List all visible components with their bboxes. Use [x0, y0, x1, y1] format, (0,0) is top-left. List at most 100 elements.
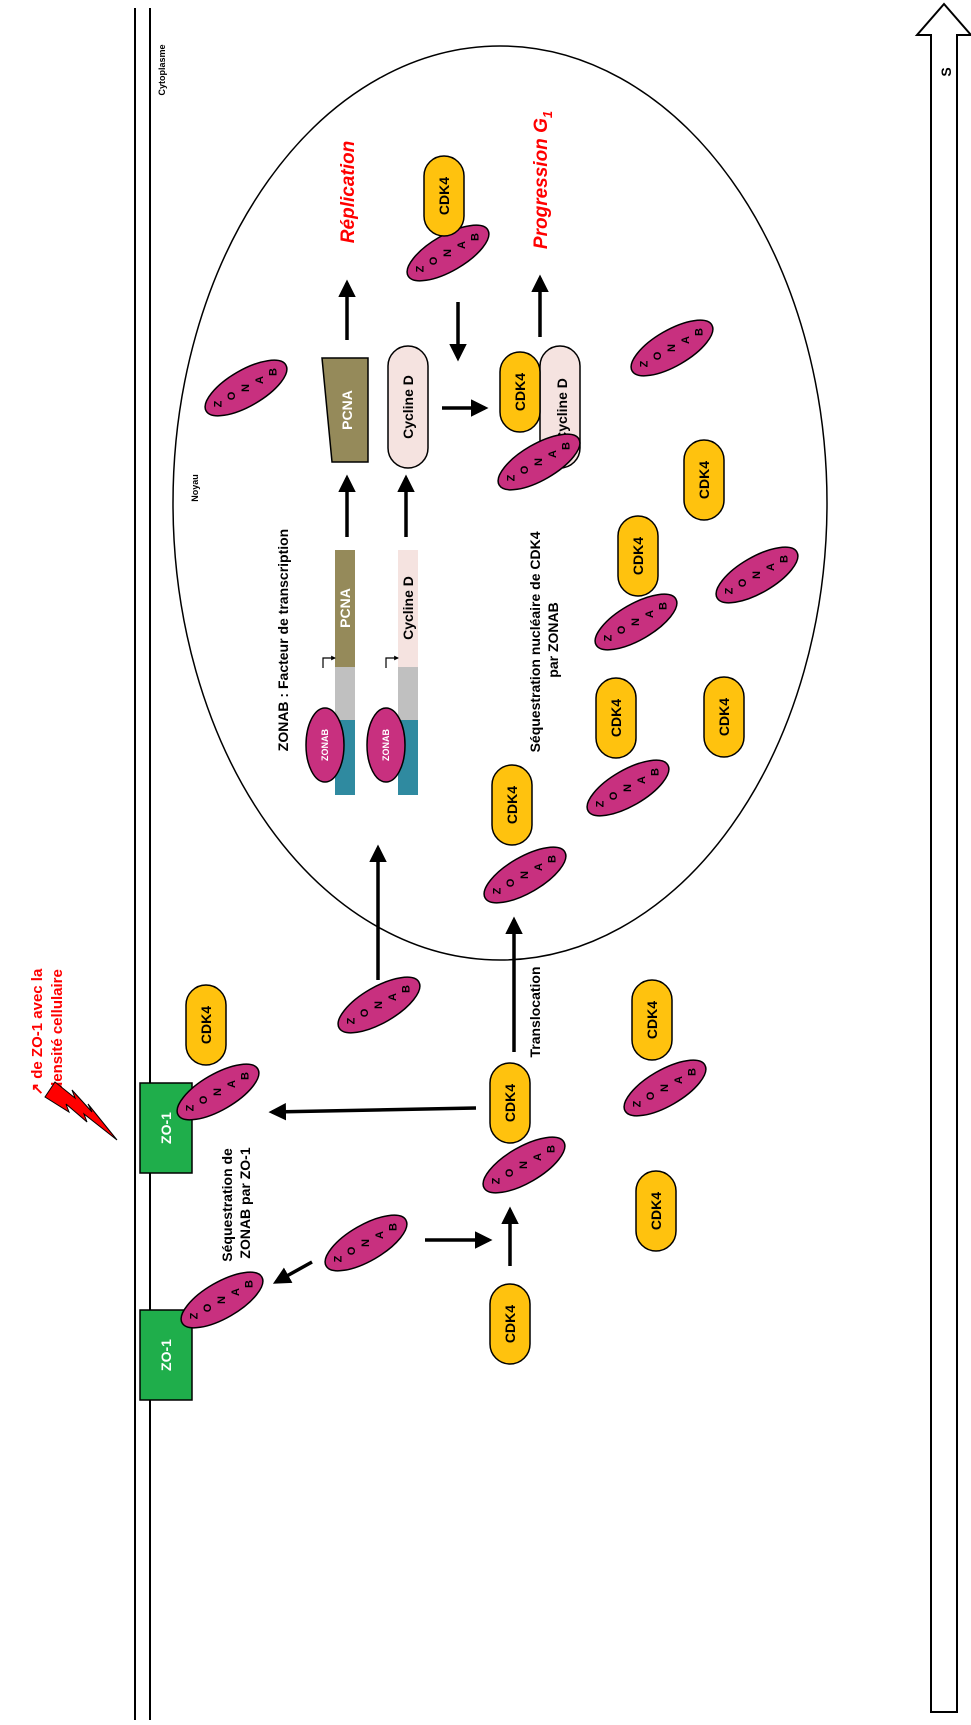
svg-text:ZONAB: ZONAB: [381, 729, 391, 761]
svg-text:A: A: [254, 376, 266, 384]
svg-text:B: B: [687, 1068, 699, 1076]
svg-text:Z: Z: [491, 887, 503, 894]
svg-text:O: O: [737, 578, 749, 587]
svg-text:B: B: [658, 602, 670, 610]
svg-text:O: O: [645, 1091, 657, 1100]
svg-text:A: A: [456, 241, 468, 249]
svg-text:O: O: [359, 1008, 371, 1017]
cell-cycle-arrow: [914, 2, 971, 1713]
cdk4-protein: CDK4: [703, 676, 745, 758]
svg-text:O: O: [652, 351, 664, 360]
svg-text:A: A: [547, 450, 559, 458]
cdk4-protein: CDK4: [489, 1283, 531, 1365]
svg-text:B: B: [388, 1223, 400, 1231]
svg-text:ZO-1: ZO-1: [158, 1112, 174, 1144]
progression-label: Progression G1: [531, 111, 555, 249]
svg-text:N: N: [666, 344, 678, 352]
cdk4-protein: CDK4: [683, 439, 725, 521]
svg-text:CDK4: CDK4: [716, 698, 732, 736]
svg-text:O: O: [428, 256, 440, 265]
svg-text:B: B: [546, 1145, 558, 1153]
svg-text:Z: Z: [345, 1017, 357, 1024]
noyau-label: Noyau: [190, 474, 200, 502]
svg-text:CDK4: CDK4: [504, 786, 520, 824]
translocation-label: Translocation: [527, 966, 543, 1057]
svg-text:Z: Z: [188, 1312, 200, 1319]
cdk4-protein: CDK4: [631, 979, 673, 1061]
cdk4-protein: CDK4: [499, 351, 541, 433]
cycline-d-protein: Cycline D: [387, 345, 429, 469]
zonab-protein: ZONAB: [324, 1214, 408, 1272]
zonab-protein: ZONAB: [204, 359, 288, 417]
zonab-protein: ZONAB: [180, 1271, 264, 1329]
nuclear-sequestration-label: Séquestration nucléaire de CDK4 par ZONA…: [527, 528, 561, 753]
zonab-protein: ZONAB: [586, 759, 670, 817]
nucleus: [172, 45, 828, 961]
svg-text:Z: Z: [414, 265, 426, 272]
svg-text:N: N: [659, 1084, 671, 1092]
zonab-dna-bound: ZONAB: [366, 707, 406, 783]
svg-text:A: A: [680, 336, 692, 344]
svg-text:Z: Z: [602, 634, 614, 641]
cdk4-protein: CDK4: [635, 1170, 677, 1252]
zonab-protein: ZONAB: [406, 224, 490, 282]
svg-text:N: N: [216, 1296, 228, 1304]
svg-text:Z: Z: [594, 800, 606, 807]
zonab-protein: ZONAB: [497, 433, 581, 491]
zonab-protein: ZONAB: [176, 1063, 260, 1121]
svg-text:B: B: [650, 768, 662, 776]
svg-text:A: A: [636, 776, 648, 784]
svg-text:O: O: [202, 1303, 214, 1312]
svg-text:N: N: [518, 1161, 530, 1169]
transcription-factor-label: ZONAB : Facteur de transcription: [275, 529, 291, 751]
zo1-increase-label: ↗ de ZO-1 avec la densité cellulaire: [29, 965, 66, 1096]
svg-text:Cycline D: Cycline D: [554, 378, 570, 442]
svg-text:B: B: [470, 233, 482, 241]
svg-text:B: B: [694, 328, 706, 336]
svg-text:Z: Z: [332, 1255, 344, 1262]
svg-text:CDK4: CDK4: [512, 373, 528, 411]
svg-text:Z: Z: [631, 1100, 643, 1107]
zonab-protein: ZONAB: [594, 593, 678, 651]
svg-text:A: A: [644, 610, 656, 618]
svg-text:O: O: [198, 1095, 210, 1104]
svg-text:N: N: [533, 458, 545, 466]
svg-text:Cycline D: Cycline D: [400, 576, 416, 640]
svg-text:O: O: [608, 791, 620, 800]
svg-text:A: A: [532, 1153, 544, 1161]
gene-construct: PCNA: [322, 550, 355, 795]
svg-text:A: A: [673, 1076, 685, 1084]
svg-text:N: N: [212, 1088, 224, 1096]
svg-text:CDK4: CDK4: [436, 177, 452, 215]
svg-text:N: N: [519, 871, 531, 879]
svg-text:Z: Z: [212, 400, 224, 407]
lightning-bolt-icon: [44, 1081, 118, 1141]
cdk4-protein: CDK4: [423, 155, 465, 237]
svg-text:B: B: [401, 985, 413, 993]
cdk4-protein: CDK4: [489, 1062, 531, 1144]
svg-text:ZO-1: ZO-1: [158, 1339, 174, 1371]
svg-text:A: A: [387, 993, 399, 1001]
svg-text:O: O: [505, 878, 517, 887]
svg-text:CDK4: CDK4: [630, 537, 646, 575]
svg-text:CDK4: CDK4: [502, 1084, 518, 1122]
svg-text:N: N: [630, 618, 642, 626]
svg-text:A: A: [230, 1288, 242, 1296]
svg-text:Z: Z: [505, 474, 517, 481]
svg-text:O: O: [519, 465, 531, 474]
cdk4-protein: CDK4: [491, 764, 533, 846]
svg-text:CDK4: CDK4: [696, 461, 712, 499]
zonab-protein: ZONAB: [623, 1059, 707, 1117]
svg-text:B: B: [268, 368, 280, 376]
svg-text:Z: Z: [184, 1104, 196, 1111]
gene-construct: Cycline D: [385, 550, 418, 795]
svg-text:O: O: [346, 1246, 358, 1255]
svg-text:CDK4: CDK4: [608, 699, 624, 737]
svg-text:B: B: [244, 1280, 256, 1288]
zonab-protein: ZONAB: [630, 319, 714, 377]
svg-text:A: A: [765, 563, 777, 571]
zonab-protein: ZONAB: [337, 976, 421, 1034]
svg-text:CDK4: CDK4: [502, 1305, 518, 1343]
